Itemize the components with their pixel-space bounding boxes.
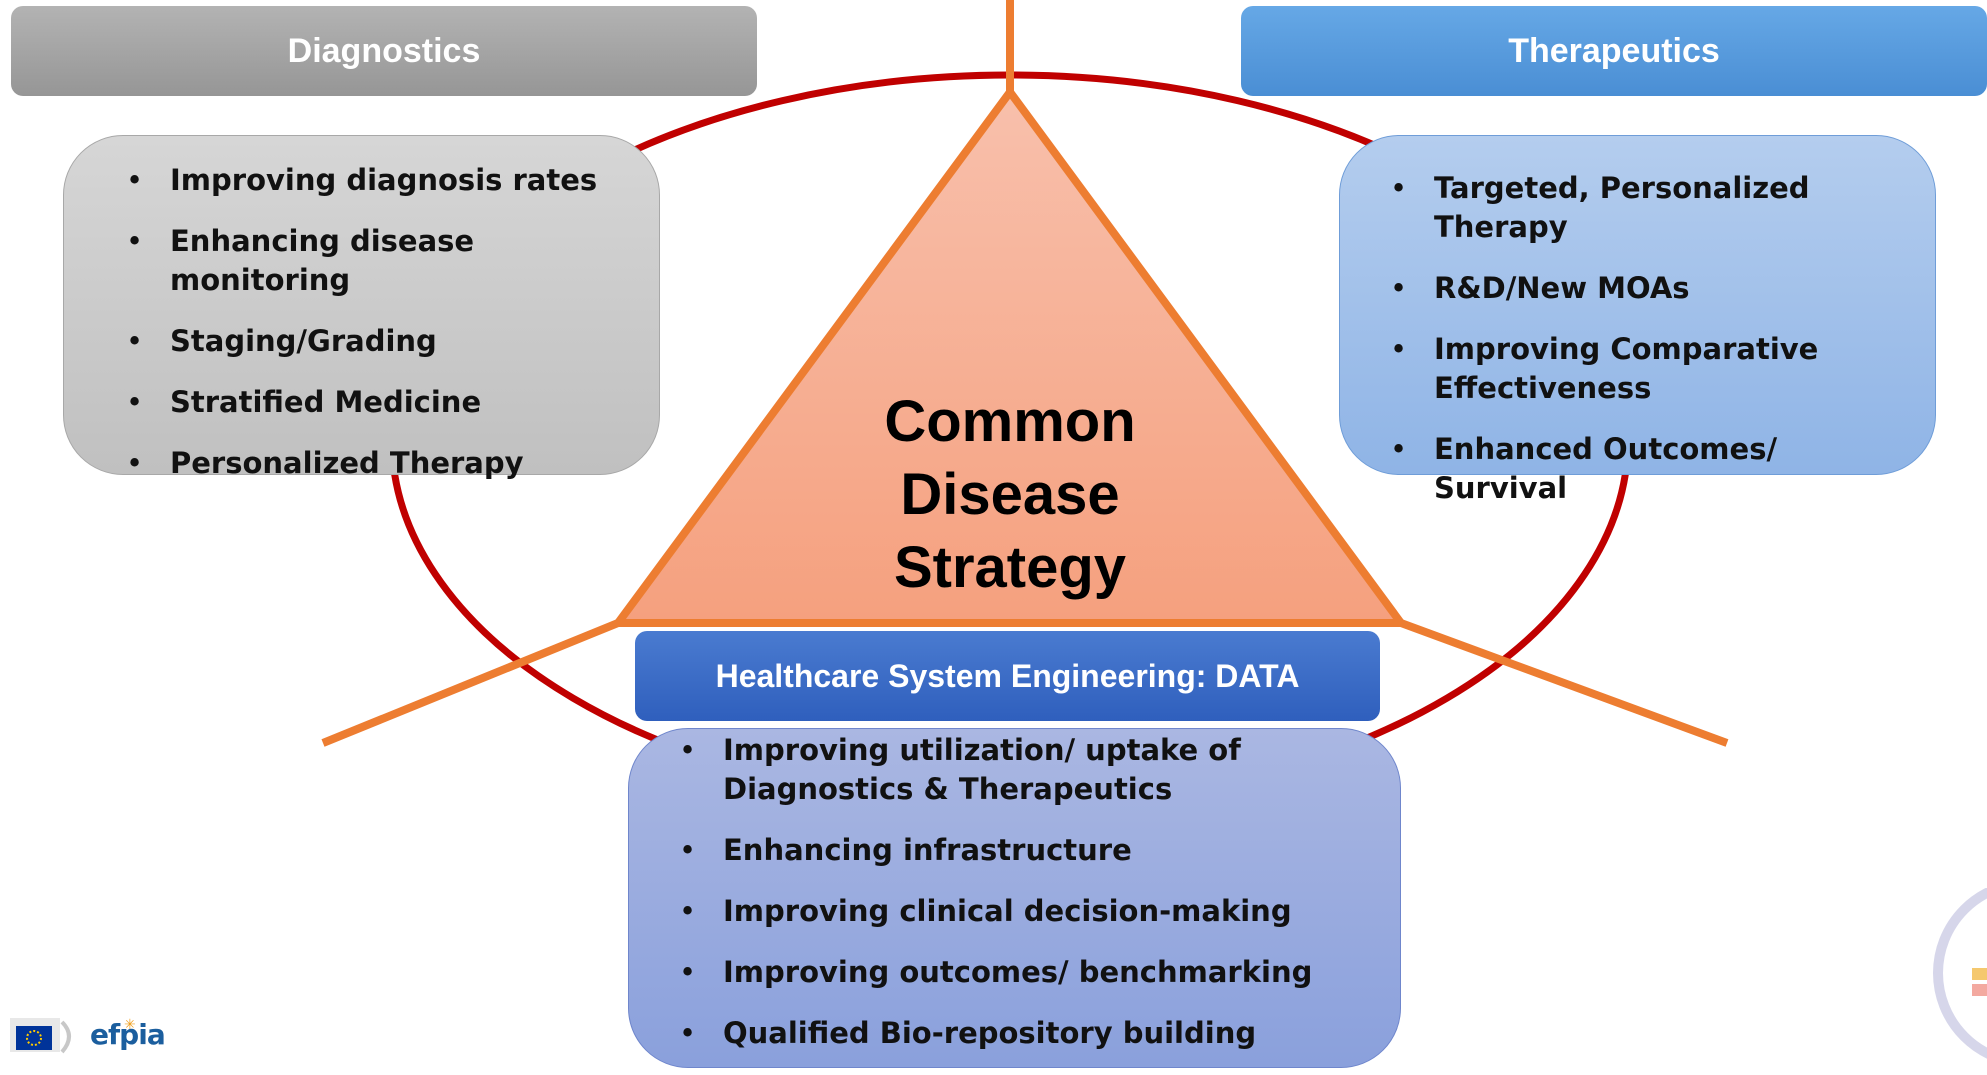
data-header-label: Healthcare System Engineering: DATA (715, 657, 1300, 694)
data-panel: Improving utilization/ uptake of Diagnos… (628, 728, 1401, 1068)
list-item: Qualified Bio-repository building (679, 1014, 1379, 1053)
therapeutics-header-label: Therapeutics (1508, 31, 1720, 70)
diagnostics-panel: Improving diagnosis rates Enhancing dise… (63, 135, 660, 483)
center-title-line: Strategy (893, 535, 1127, 600)
list-item: Enhancing infrastructure (679, 831, 1379, 870)
center-title: Common Disease Strategy (820, 385, 1200, 604)
star-icon: ✳ (124, 1016, 136, 1032)
efpia-logo: efpia (90, 1018, 166, 1051)
list-item: Personalized Therapy (126, 444, 646, 483)
eu-flag-logo (10, 1018, 71, 1054)
list-item: Enhanced Outcomes/ Survival (1390, 430, 1910, 508)
diagnostics-header: Diagnostics (11, 6, 757, 96)
right-spoke (1399, 619, 1729, 747)
list-item: Targeted, Personalized Therapy (1390, 169, 1910, 247)
therapeutics-panel: Targeted, Personalized Therapy R&D/New M… (1339, 135, 1936, 505)
center-title-line: Disease (900, 462, 1120, 527)
left-spoke (321, 619, 620, 747)
therapeutics-list: Targeted, Personalized Therapy R&D/New M… (1390, 169, 1910, 530)
therapeutics-header: Therapeutics (1241, 6, 1987, 96)
diagnostics-list: Improving diagnosis rates Enhancing dise… (126, 161, 646, 505)
data-header: Healthcare System Engineering: DATA (635, 631, 1380, 721)
list-item: Improving outcomes/ benchmarking (679, 953, 1379, 992)
list-item: Improving Comparative Effectiveness (1390, 330, 1910, 408)
list-item: Improving diagnosis rates (126, 161, 646, 200)
list-item: Improving clinical decision-making (679, 892, 1379, 931)
strategy-triangle (610, 85, 1409, 627)
data-list: Improving utilization/ uptake of Diagnos… (679, 731, 1379, 1075)
center-title-line: Common (884, 389, 1136, 454)
list-item: Enhancing disease monitoring (126, 222, 646, 300)
diagnostics-header-label: Diagnostics (287, 31, 481, 70)
list-item: Stratified Medicine (126, 383, 646, 422)
list-item: R&D/New MOAs (1390, 269, 1910, 308)
list-item: Improving utilization/ uptake of Diagnos… (679, 731, 1379, 809)
list-item: Staging/Grading (126, 322, 646, 361)
corner-logo-icon (1933, 888, 1987, 1059)
